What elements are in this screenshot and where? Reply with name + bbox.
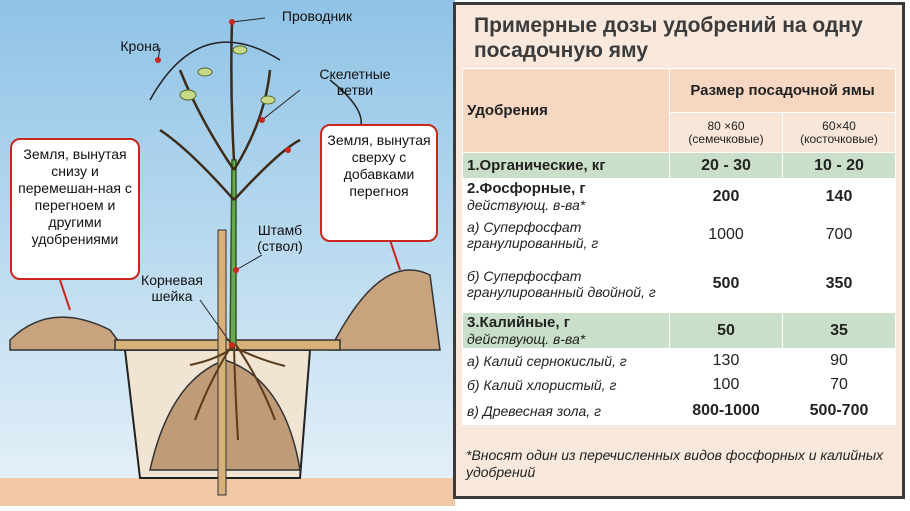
row-label: а) Суперфосфат гранулированный, г bbox=[467, 218, 599, 251]
row-name: а) Калий сернокислый, г bbox=[462, 348, 670, 373]
row-label: 2.Фосфорные, г bbox=[467, 180, 586, 197]
row-value-v2: 140 bbox=[782, 178, 896, 215]
label-root-collar: Корневая шейка bbox=[141, 272, 203, 304]
row-note: действующ. в-ва* bbox=[467, 197, 586, 213]
header-pit-size: Размер посадочной ямы bbox=[669, 68, 896, 113]
col2-size: 60×40 bbox=[822, 118, 856, 133]
row-note: действующ. в-ва* bbox=[467, 331, 586, 347]
row-label: б) Калий хлористый, г bbox=[467, 376, 617, 393]
bubble-upper-soil: Земля, вынутая сверху с добавками перегн… bbox=[320, 124, 438, 242]
row-value-v2: 350 bbox=[782, 254, 896, 313]
table-row: б) Суперфосфат гранулированный двойной, … bbox=[462, 254, 896, 313]
row-value-v1: 800-1000 bbox=[669, 396, 783, 425]
col1-size: 80 ×60 bbox=[707, 118, 745, 133]
row-name: 1.Органические, кг bbox=[462, 152, 670, 179]
panel-title: Примерные дозы удобрений на одну посадоч… bbox=[474, 14, 863, 62]
bubble-lower-soil: Земля, вынутая снизу и перемешан-ная с п… bbox=[10, 138, 140, 280]
row-value-v1: 20 - 30 bbox=[669, 152, 783, 179]
header-col1: 80 ×60 (семечковые) bbox=[669, 112, 783, 153]
fertilizer-dose-panel: Примерные дозы удобрений на одну посадоч… bbox=[453, 2, 905, 499]
row-label: 1.Органические, кг bbox=[467, 157, 606, 174]
row-name: а) Суперфосфат гранулированный, г bbox=[462, 214, 670, 255]
row-value-v2: 700 bbox=[782, 214, 896, 255]
row-value-v1: 500 bbox=[669, 254, 783, 313]
row-label: б) Суперфосфат гранулированный двойной, … bbox=[467, 267, 656, 300]
row-label: а) Калий сернокислый, г bbox=[467, 352, 627, 369]
row-name: в) Древесная зола, г bbox=[462, 396, 670, 425]
row-value-v2: 35 bbox=[782, 312, 896, 349]
planting-illustration: Проводник Крона Скелетные ветви Штамб (с… bbox=[0, 0, 455, 506]
row-value-v1: 50 bbox=[669, 312, 783, 349]
row-value-v2: 90 bbox=[782, 348, 896, 373]
footnote: *Вносят один из перечисленных видов фосф… bbox=[466, 447, 884, 480]
col1-type: (семечковые) bbox=[688, 131, 764, 146]
label-shtamb: Штамб (ствол) bbox=[257, 222, 303, 254]
row-value-v2: 70 bbox=[782, 372, 896, 397]
row-label: 3.Калийные, г bbox=[467, 314, 570, 331]
row-value-v1: 200 bbox=[669, 178, 783, 215]
row-name: б) Суперфосфат гранулированный двойной, … bbox=[462, 254, 670, 313]
label-krona: Крона bbox=[120, 38, 160, 54]
fertilizer-table: Удобрения Размер посадочной ямы 80 ×60 (… bbox=[462, 68, 896, 425]
row-value-v2: 500-700 bbox=[782, 396, 896, 425]
header-fertilizer: Удобрения bbox=[462, 68, 670, 153]
planting-pit-drawing bbox=[0, 0, 455, 506]
row-name: б) Калий хлористый, г bbox=[462, 372, 670, 397]
row-label: в) Древесная зола, г bbox=[467, 402, 601, 419]
label-provodnik: Проводник bbox=[281, 8, 353, 24]
header-col2: 60×40 (косточковые) bbox=[782, 112, 896, 153]
row-value-v1: 100 bbox=[669, 372, 783, 397]
row-value-v2: 10 - 20 bbox=[782, 152, 896, 179]
row-value-v1: 130 bbox=[669, 348, 783, 373]
col2-type: (косточковые) bbox=[800, 131, 878, 146]
label-skeletal-branches: Скелетные ветви bbox=[319, 66, 391, 98]
row-value-v1: 1000 bbox=[669, 214, 783, 255]
